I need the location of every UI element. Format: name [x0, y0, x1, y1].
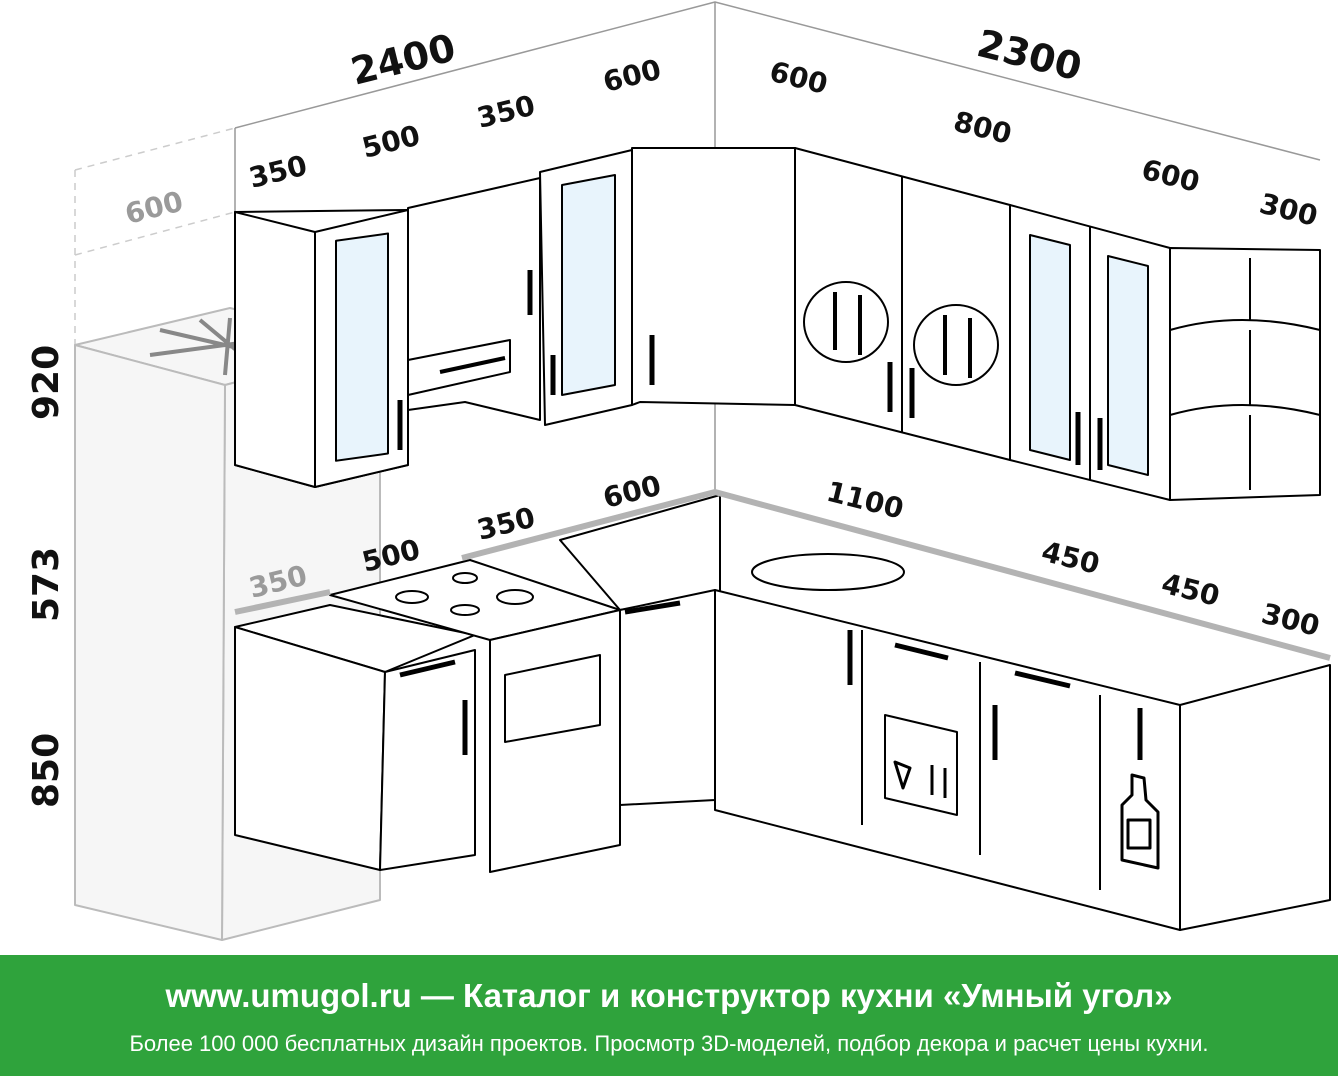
- lower-cabinets-right: [714, 589, 1331, 931]
- fork-knife-icon: [833, 292, 972, 378]
- dim-lower-right-4: 300: [1258, 597, 1323, 643]
- lower-handles-left: [399, 600, 681, 755]
- dim-upper-right-1: 600: [766, 55, 831, 101]
- dim-height-upper: 920: [26, 345, 67, 420]
- dimension-labels: 2400 2300 350 500 350 600 600 800 600 30…: [26, 21, 1323, 808]
- upper-handles: [397, 270, 655, 450]
- worktop-edge: [234, 489, 1331, 661]
- dim-upper-left-1: 350: [246, 149, 311, 195]
- upper-right-handles: [887, 362, 1103, 470]
- sink-icon: [751, 553, 905, 591]
- upper-cabinets-right: [794, 147, 1321, 501]
- lower-handles-right: [847, 630, 1143, 760]
- dim-fridge-depth: 600: [122, 185, 187, 231]
- snowflake-icon: [149, 317, 301, 376]
- bottle-icon: [1120, 773, 1160, 870]
- dim-upper-left-2: 500: [359, 119, 424, 165]
- upper-cabinets-left: [234, 147, 796, 488]
- footer-title[interactable]: www.umugol.ru — Каталог и конструктор ку…: [165, 977, 1173, 1014]
- stove-burners: [395, 572, 534, 616]
- dim-height-lower: 850: [26, 733, 67, 808]
- footer-subtitle: Более 100 000 бесплатных дизайн проектов…: [129, 1031, 1209, 1056]
- kitchen-diagram: 2400 2300 350 500 350 600 600 800 600 30…: [26, 1, 1331, 941]
- dim-wall-right: 2300: [973, 21, 1086, 89]
- dim-upper-left-4: 600: [600, 53, 665, 99]
- dim-lower-right-3: 450: [1158, 567, 1223, 613]
- dim-upper-right-3: 600: [1138, 153, 1203, 199]
- dim-lower-right-1: 1100: [823, 475, 907, 526]
- dim-upper-left-3: 350: [474, 89, 539, 135]
- dim-height-mid: 573: [26, 547, 67, 622]
- dim-upper-right-4: 300: [1256, 187, 1321, 233]
- dim-lower-right-2: 450: [1038, 535, 1103, 581]
- footer-banner: www.umugol.ru — Каталог и конструктор ку…: [0, 955, 1338, 1076]
- lower-cabinets-left: [234, 494, 721, 873]
- dishwasher-icon: [893, 760, 947, 798]
- dim-upper-right-2: 800: [950, 105, 1015, 151]
